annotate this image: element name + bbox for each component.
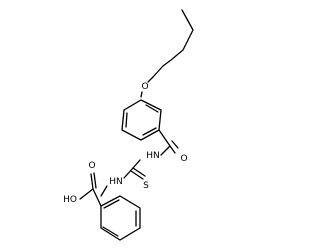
thione-sulfur-label: S	[143, 181, 149, 191]
chemical-structure-diagram: O O HN HN S HO O	[63, 9, 194, 241]
thiourea-linkage	[123, 159, 146, 180]
carbonyl-oxygen-label: O	[180, 154, 187, 164]
carboxyl-hydroxyl-label: HO	[63, 195, 77, 205]
thiourea-nh-label: HN	[109, 177, 123, 187]
carboxyl-oxygen-label: O	[88, 161, 95, 171]
carbonyl-group	[158, 129, 179, 156]
ether-linkage	[140, 76, 154, 98]
ether-oxygen-label: O	[141, 82, 148, 92]
para-benzene-ring	[121, 99, 162, 141]
carboxylic-acid-group	[79, 172, 102, 207]
amide-nh-label: HN	[146, 151, 160, 161]
ortho-benzene-ring	[100, 185, 141, 241]
hexyl-chain	[152, 9, 194, 78]
